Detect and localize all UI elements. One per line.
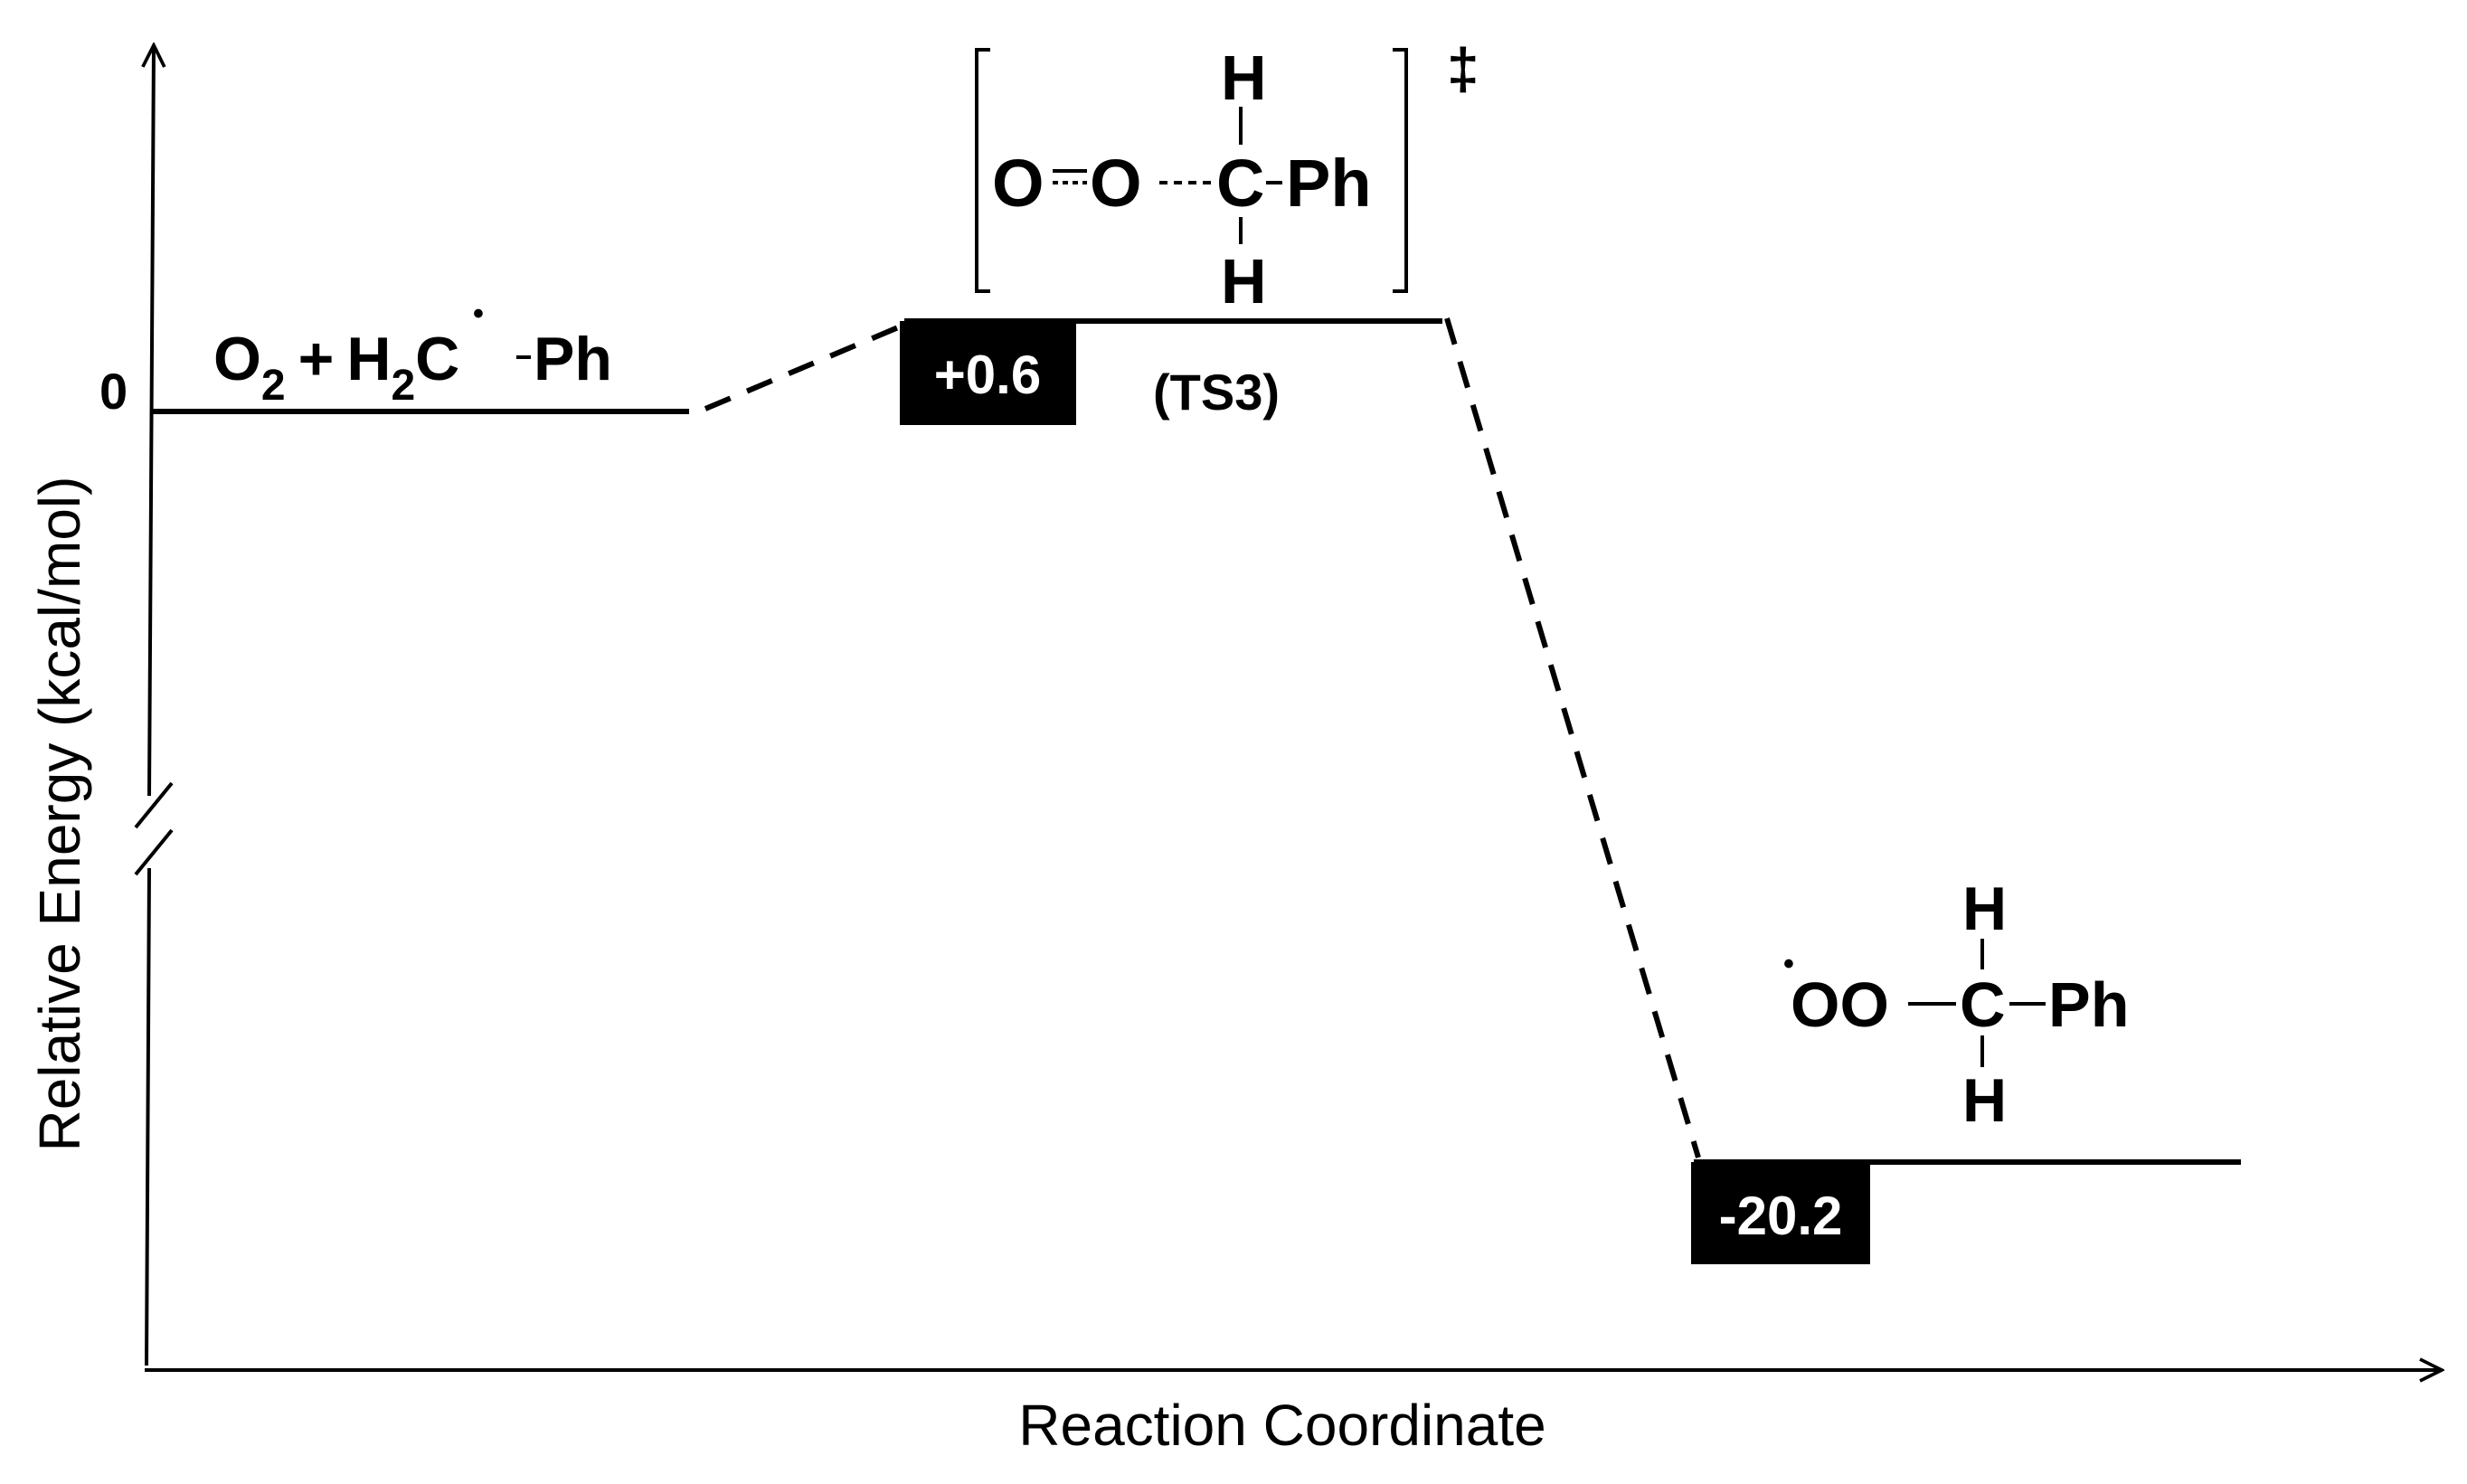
product-atom-h-top: H <box>1962 874 2007 943</box>
ts-atom-ph: Ph <box>1286 146 1372 221</box>
zero-tick-label: 0 <box>99 363 128 420</box>
connector-ts-product <box>1444 317 1701 1158</box>
y-axis-label: Relative Energy (kcal/mol) <box>27 477 92 1152</box>
y-axis-break-marks <box>134 781 174 876</box>
product-atoms-oo: OO <box>1791 969 1889 1040</box>
ts-atom-o2: O <box>1090 146 1142 221</box>
connector-reactant-ts <box>704 323 904 411</box>
ts-atom-o1: O <box>992 146 1044 221</box>
y-axis-upper <box>149 45 154 797</box>
ts-left-bracket <box>975 48 990 293</box>
product-energy-label: -20.2 <box>1719 1186 1843 1246</box>
ts-name-label: (TS3) <box>1153 364 1280 421</box>
y-axis-lower <box>145 867 151 1366</box>
ts-atom-c: C <box>1216 146 1264 221</box>
svg-text:O2+H2C: O2+H2C <box>213 325 459 410</box>
product-energy-box <box>1691 1162 1870 1264</box>
product-atom-c: C <box>1960 969 2006 1040</box>
ts-atom-h-bottom: H <box>1221 246 1267 317</box>
ts-energy-box <box>900 321 1076 425</box>
ts-structure: ‡ O O C Ph H H <box>975 36 1479 317</box>
product-radical-dot: • <box>1783 947 1794 981</box>
ts-right-bracket <box>1393 48 1408 293</box>
product-atom-ph: Ph <box>2048 969 2129 1040</box>
product-atom-h-bottom: H <box>1962 1066 2007 1135</box>
reactant-label: O2+H2C • Ph <box>213 297 612 410</box>
product-structure: • OO C Ph H H <box>1783 874 2129 1135</box>
ts-double-dagger: ‡ <box>1447 36 1479 101</box>
reactant-radical-dot: • <box>473 297 484 331</box>
x-axis-label: Reaction Coordinate <box>1018 1393 1545 1458</box>
reactant-ph: Ph <box>534 325 612 393</box>
ts-atom-h-top: H <box>1221 43 1267 113</box>
ts-energy-label: +0.6 <box>934 345 1041 405</box>
